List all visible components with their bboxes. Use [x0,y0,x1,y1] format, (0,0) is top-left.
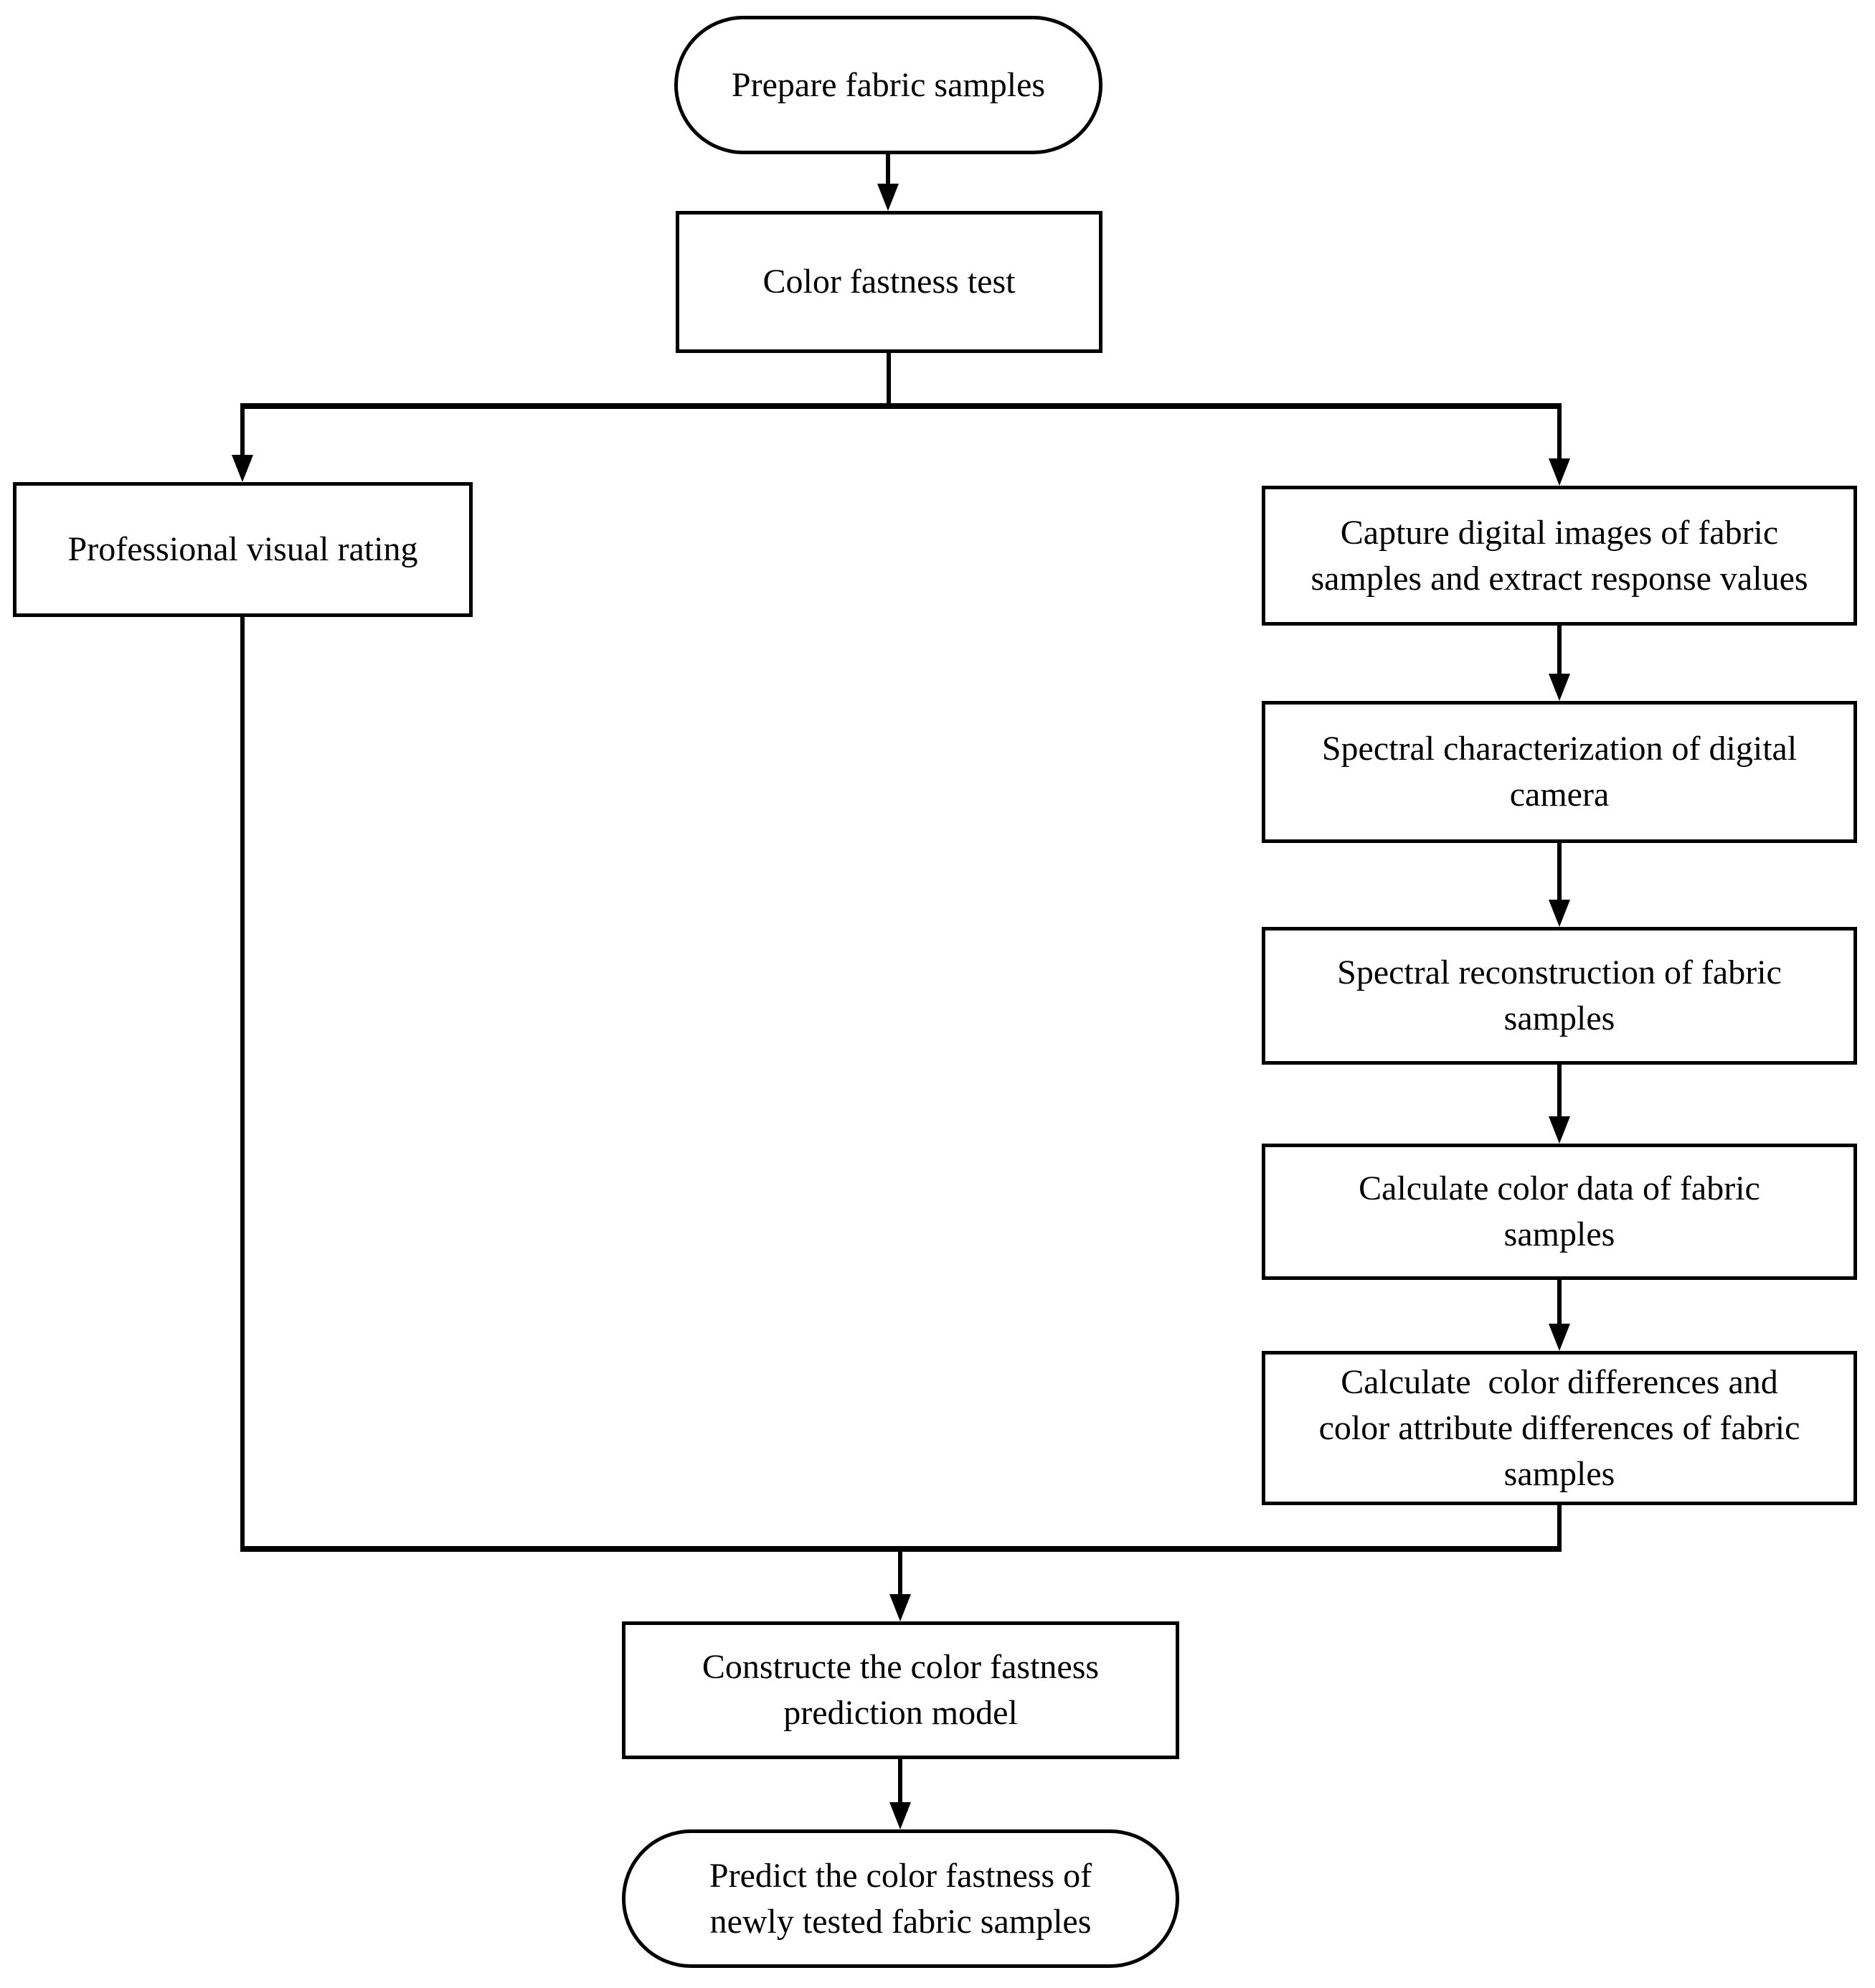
node-predict-color-fastness: Predict the color fastness of newly test… [622,1829,1179,1968]
node-capture-digital-images: Capture digital images of fabric samples… [1262,486,1857,626]
arrowhead-down [877,184,899,211]
node-construct-prediction-model: Constructe the color fastness prediction… [622,1621,1179,1759]
edge-reconstruction-to-colordata-line [1557,1065,1562,1118]
node-spectral-characterization: Spectral characterization of digital cam… [1262,701,1857,843]
edge-differences-to-merge-line [1557,1504,1562,1552]
node-calculate-color-differences: Calculate color differences and color at… [1262,1351,1857,1505]
node-spectral-reconstruction: Spectral reconstruction of fabric sample… [1262,927,1857,1065]
edge-capture-to-characterization-line [1557,626,1562,675]
arrowhead-down [1549,1116,1570,1144]
branch-horizontal-line [240,403,1562,409]
arrowhead-down [1549,900,1570,927]
node-calculate-color-data: Calculate color data of fabric samples [1262,1144,1857,1280]
edge-rating-to-merge-line [240,616,245,1552]
arrowhead-down [889,1594,911,1621]
node-color-fastness-test: Color fastness test [676,211,1102,353]
edge-colordata-to-differences-line [1557,1280,1562,1325]
arrowhead-down [1549,674,1570,701]
arrowhead-down [1549,1324,1570,1351]
edge-prepare-to-test-line [886,153,890,185]
edge-branch-to-capture-line [1557,403,1562,460]
arrowhead-down [232,455,253,482]
edge-branch-to-rating-line [240,403,245,458]
node-prepare-fabric-samples: Prepare fabric samples [674,16,1102,154]
edge-construct-to-predict-line [898,1758,902,1804]
edge-test-to-branch-line [887,352,891,408]
arrowhead-down [889,1802,911,1829]
node-professional-visual-rating: Professional visual rating [13,482,473,617]
arrowhead-down [1549,458,1570,486]
edge-merge-to-construct-line [898,1546,902,1596]
edge-characterization-to-reconstruction-line [1557,843,1562,901]
